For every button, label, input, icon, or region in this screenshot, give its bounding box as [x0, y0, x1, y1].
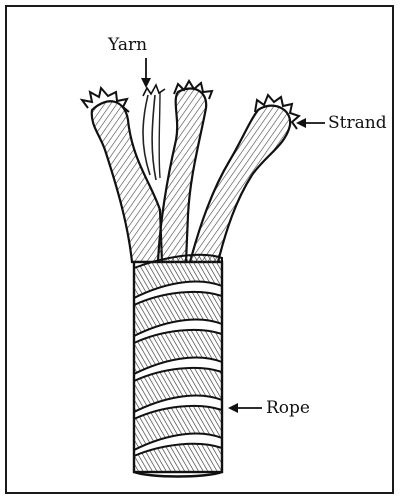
yarn-label: Yarn: [108, 37, 147, 54]
yarn-fibers: [143, 85, 165, 180]
yarn-arrow: [141, 58, 151, 88]
rope-label: Rope: [266, 400, 310, 417]
rope-arrow: [228, 403, 262, 413]
strand-arrow: [296, 118, 325, 128]
strand-label: Strand: [328, 115, 387, 132]
strand-right: [190, 95, 299, 262]
rope-body: [134, 255, 222, 477]
